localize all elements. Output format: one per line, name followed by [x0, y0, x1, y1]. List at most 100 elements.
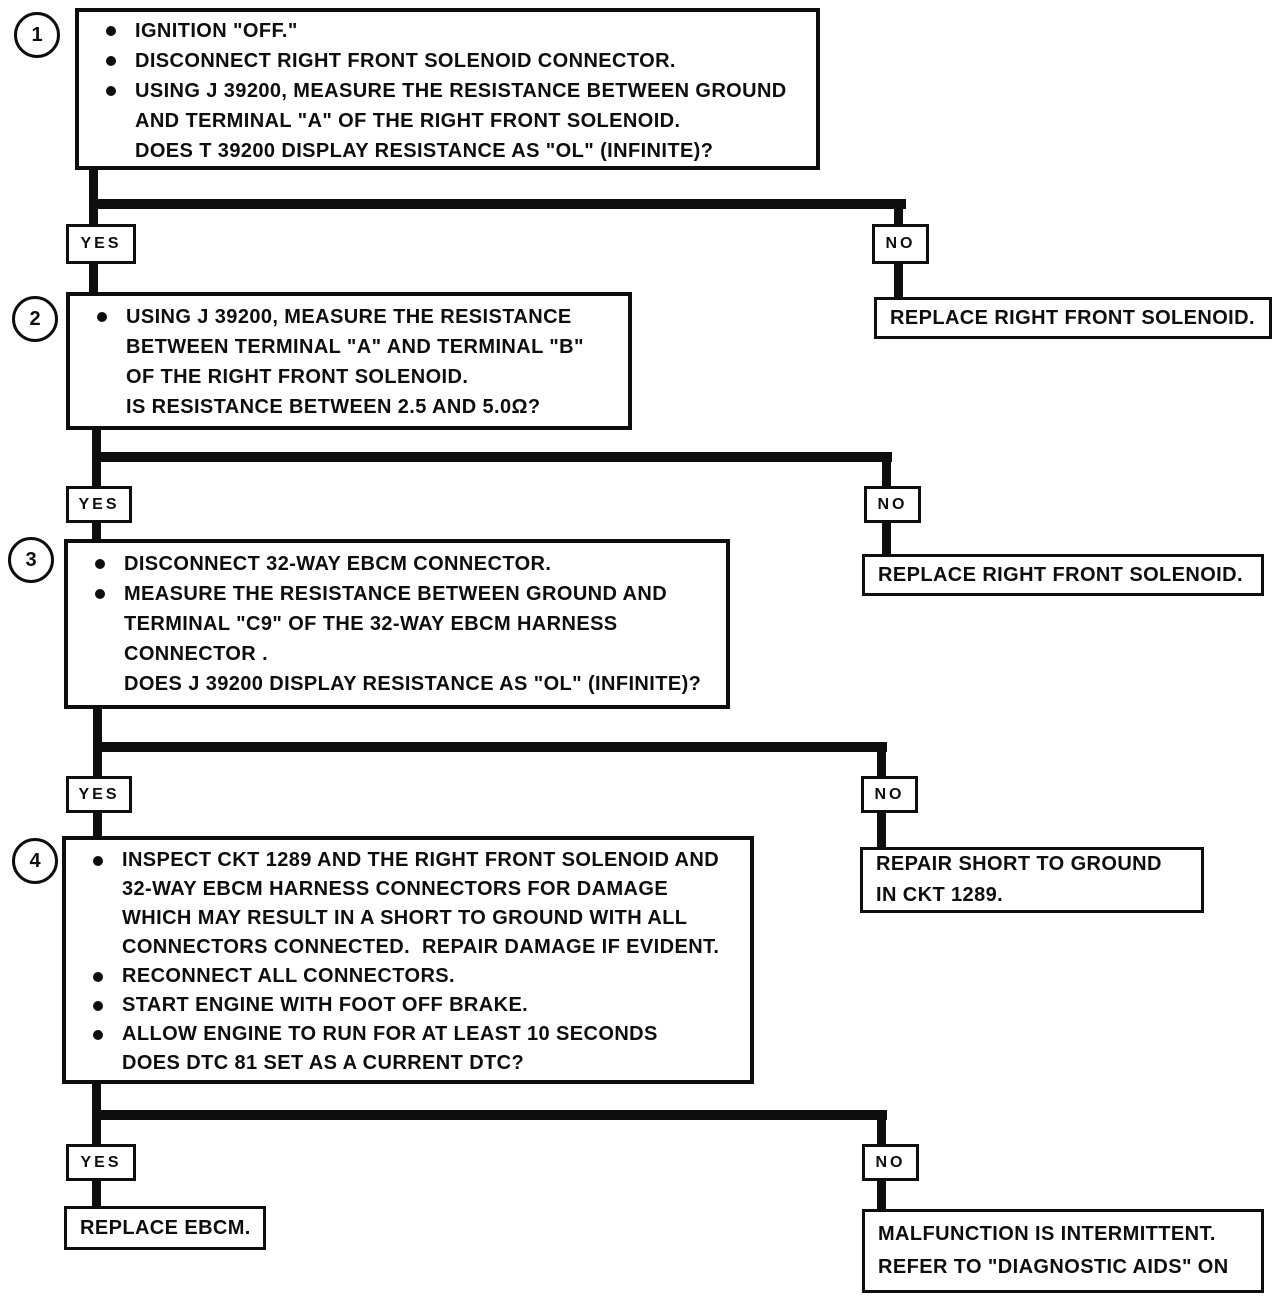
step-line-text: CONNECTORS CONNECTED. REPAIR DAMAGE IF E…: [122, 936, 720, 958]
no-label: NO: [875, 1153, 906, 1171]
step-line-text: ALLOW ENGINE TO RUN FOR AT LEAST 10 SECO…: [122, 1023, 658, 1045]
step-line: DOES J 39200 DISPLAY RESISTANCE AS "OL" …: [68, 669, 726, 699]
step-1-number: 1: [31, 23, 43, 46]
step-2-number-badge: 2: [12, 296, 58, 342]
step-line-text: TERMINAL "C9" OF THE 32-WAY EBCM HARNESS: [124, 613, 618, 635]
step-line-text: START ENGINE WITH FOOT OFF BRAKE.: [122, 994, 529, 1016]
step-line-text: WHICH MAY RESULT IN A SHORT TO GROUND WI…: [122, 907, 688, 929]
step-line-text: AND TERMINAL "A" OF THE RIGHT FRONT SOLE…: [135, 110, 681, 132]
step-line: BETWEEN TERMINAL "A" AND TERMINAL "B": [70, 332, 628, 362]
result-replace-solenoid-1: REPLACE RIGHT FRONT SOLENOID.: [874, 297, 1272, 339]
step-4-box: INSPECT CKT 1289 AND THE RIGHT FRONT SOL…: [62, 836, 754, 1084]
connector-step1-down: [89, 168, 98, 224]
yes-label: YES: [78, 495, 120, 513]
no-label: NO: [874, 785, 905, 803]
step-line: OF THE RIGHT FRONT SOLENOID.: [70, 362, 628, 392]
step-line: IGNITION "OFF.": [79, 16, 816, 46]
result-repair-short: REPAIR SHORT TO GROUND IN CKT 1289.: [860, 847, 1204, 913]
step-line-text: USING J 39200, MEASURE THE RESISTANCE: [126, 306, 572, 328]
yes-label: YES: [80, 235, 122, 252]
step-line: TERMINAL "C9" OF THE 32-WAY EBCM HARNESS: [68, 609, 726, 639]
bullet-icon: [97, 312, 107, 322]
connector-step1-branch-bar: [89, 199, 906, 209]
step-line-text: DISCONNECT 32-WAY EBCM CONNECTOR.: [124, 553, 552, 575]
step-line-text: BETWEEN TERMINAL "A" AND TERMINAL "B": [126, 336, 584, 358]
connector-yes2-down: [92, 521, 101, 543]
step-line-text: DISCONNECT RIGHT FRONT SOLENOID CONNECTO…: [135, 50, 676, 72]
connector-yes3-down: [93, 811, 102, 838]
connector-no3-down: [877, 811, 886, 851]
step-line: RECONNECT ALL CONNECTORS.: [66, 962, 750, 991]
step-3-box: DISCONNECT 32-WAY EBCM CONNECTOR. MEASUR…: [64, 539, 730, 709]
decision-no-3: NO: [861, 776, 918, 813]
step-line: DISCONNECT RIGHT FRONT SOLENOID CONNECTO…: [79, 46, 816, 76]
connector-step2-no-drop: [882, 452, 891, 486]
step-line-text: RECONNECT ALL CONNECTORS.: [122, 965, 455, 987]
result-text: REPLACE EBCM.: [80, 1216, 251, 1239]
step-line-text: MEASURE THE RESISTANCE BETWEEN GROUND AN…: [124, 583, 668, 605]
step-line: IS RESISTANCE BETWEEN 2.5 AND 5.0Ω?: [70, 392, 628, 422]
bullet-icon: [93, 1001, 103, 1011]
step-line: USING J 39200, MEASURE THE RESISTANCE: [70, 302, 628, 332]
step-line-text: IGNITION "OFF.": [135, 20, 298, 42]
connector-no4-down: [877, 1181, 886, 1211]
connector-yes1-down: [89, 262, 98, 294]
result-text: MALFUNCTION IS INTERMITTENT.: [878, 1223, 1216, 1245]
step-line: AND TERMINAL "A" OF THE RIGHT FRONT SOLE…: [79, 106, 816, 136]
connector-step3-branch-bar: [93, 742, 887, 752]
connector-no2-down: [882, 521, 891, 556]
decision-no-1: NO: [872, 224, 929, 264]
step-3-number: 3: [25, 548, 37, 571]
result-replace-solenoid-2: REPLACE RIGHT FRONT SOLENOID.: [862, 554, 1264, 596]
step-line: DOES DTC 81 SET AS A CURRENT DTC?: [66, 1049, 750, 1078]
step-line: ALLOW ENGINE TO RUN FOR AT LEAST 10 SECO…: [66, 1020, 750, 1049]
step-line-text: CONNECTOR .: [124, 643, 269, 665]
no-label: NO: [877, 495, 908, 513]
result-replace-ebcm: REPLACE EBCM.: [64, 1206, 266, 1250]
decision-yes-4: YES: [66, 1144, 136, 1181]
result-text: REPLACE RIGHT FRONT SOLENOID.: [890, 306, 1255, 329]
no-label: NO: [885, 235, 916, 252]
step-3-number-badge: 3: [8, 537, 54, 583]
step-1-number-badge: 1: [14, 12, 60, 58]
step-line-text: 32-WAY EBCM HARNESS CONNECTORS FOR DAMAG…: [122, 878, 669, 900]
step-line: DOES T 39200 DISPLAY RESISTANCE AS "OL" …: [79, 136, 816, 166]
step-2-number: 2: [29, 307, 41, 330]
step-line: CONNECTOR .: [68, 639, 726, 669]
bullet-icon: [106, 86, 116, 96]
bullet-icon: [93, 1030, 103, 1040]
connector-step1-no-drop: [894, 199, 903, 226]
step-line-text: DOES T 39200 DISPLAY RESISTANCE AS "OL" …: [135, 140, 714, 162]
decision-no-2: NO: [864, 486, 921, 523]
bullet-icon: [106, 26, 116, 36]
connector-yes4-down: [92, 1181, 101, 1208]
step-line: CONNECTORS CONNECTED. REPAIR DAMAGE IF E…: [66, 933, 750, 962]
result-text: REFER TO "DIAGNOSTIC AIDS" ON: [878, 1256, 1229, 1278]
step-4-number: 4: [29, 849, 41, 872]
result-text: REPAIR SHORT TO GROUND: [876, 853, 1162, 875]
step-4-number-badge: 4: [12, 838, 58, 884]
bullet-icon: [93, 856, 103, 866]
yes-label: YES: [78, 785, 120, 803]
decision-yes-3: YES: [66, 776, 132, 813]
step-line: WHICH MAY RESULT IN A SHORT TO GROUND WI…: [66, 904, 750, 933]
connector-step2-branch-bar: [92, 452, 892, 462]
step-line-text: INSPECT CKT 1289 AND THE RIGHT FRONT SOL…: [122, 849, 720, 871]
decision-no-4: NO: [862, 1144, 919, 1181]
bullet-icon: [93, 972, 103, 982]
yes-label: YES: [80, 1153, 122, 1171]
connector-step3-no-drop: [877, 742, 886, 776]
bullet-icon: [95, 559, 105, 569]
decision-yes-2: YES: [66, 486, 132, 523]
step-line-text: USING J 39200, MEASURE THE RESISTANCE BE…: [135, 80, 787, 102]
result-text: REPLACE RIGHT FRONT SOLENOID.: [878, 563, 1243, 586]
result-malfunction-intermittent: MALFUNCTION IS INTERMITTENT. REFER TO "D…: [862, 1209, 1264, 1293]
connector-step4-branch-bar: [92, 1110, 887, 1120]
step-1-box: IGNITION "OFF." DISCONNECT RIGHT FRONT S…: [75, 8, 820, 170]
bullet-icon: [95, 589, 105, 599]
step-2-box: USING J 39200, MEASURE THE RESISTANCE BE…: [66, 292, 632, 430]
connector-no1-down: [894, 262, 903, 299]
step-line: INSPECT CKT 1289 AND THE RIGHT FRONT SOL…: [66, 846, 750, 875]
step-line: MEASURE THE RESISTANCE BETWEEN GROUND AN…: [68, 579, 726, 609]
step-line-text: DOES J 39200 DISPLAY RESISTANCE AS "OL" …: [124, 673, 702, 695]
